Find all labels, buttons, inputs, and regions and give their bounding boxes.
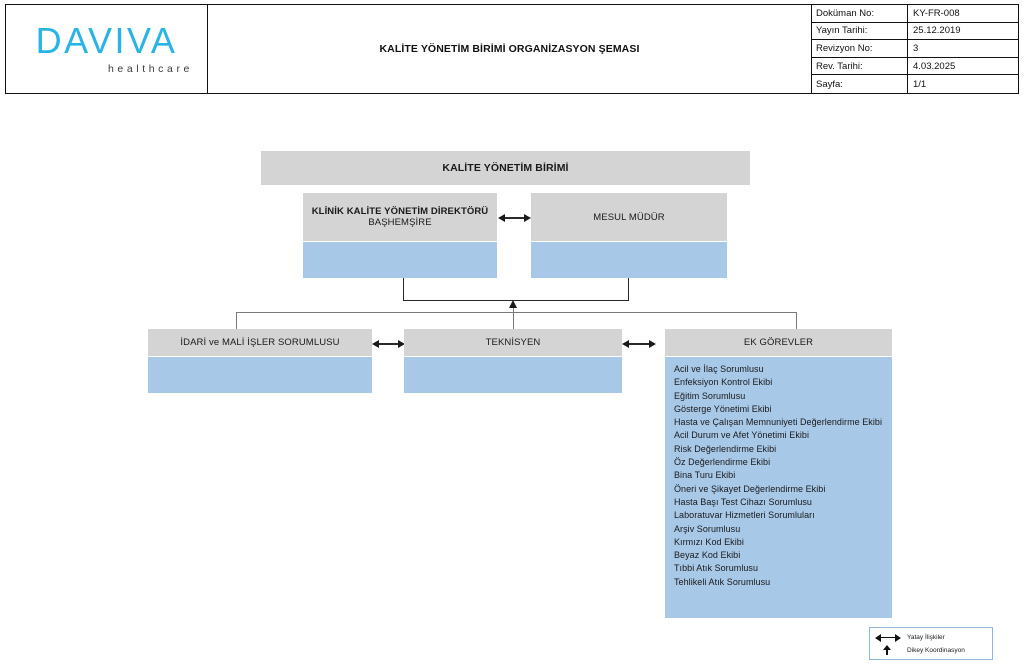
meta-key: Rev. Tarihi:: [812, 57, 908, 75]
logo-cell: DAVIVA healthcare: [6, 5, 208, 93]
list-item: Eğitim Sorumlusu: [674, 390, 746, 401]
arrow-left-icon: [622, 339, 629, 348]
table-row: Revizyon No: 3: [812, 40, 1018, 58]
table-row: Yayın Tarihi: 25.12.2019: [812, 22, 1018, 41]
list-item: Hasta Başı Test Cihazı Sorumlusu: [674, 496, 812, 507]
connector-bracket-bottom-row: [236, 312, 796, 313]
list-item: Tehlikeli Atık Sorumlusu: [674, 576, 771, 587]
org-node-body: [531, 242, 727, 278]
org-node-label: İDARİ ve MALİ İŞLER SORUMLUSU: [180, 337, 340, 348]
org-node-ek-gorevler[interactable]: EK GÖREVLER Acil ve İlaç Sorumlusu Enfek…: [665, 329, 892, 618]
meta-value: 1/1: [913, 78, 927, 90]
meta-value: 25.12.2019: [913, 25, 961, 37]
org-node-header: İDARİ ve MALİ İŞLER SORUMLUSU: [148, 329, 372, 356]
org-node-mesul-mudur[interactable]: MESUL MÜDÜR: [531, 193, 727, 278]
meta-key: Doküman No:: [812, 5, 908, 22]
arrow-right-icon: [649, 339, 656, 348]
legend-box: Yatay İlişkiler Dikey Koordinasyon: [869, 627, 993, 660]
connector-line-director-mesul: [504, 217, 525, 219]
list-item: Kırmızı Kod Ekibi: [674, 536, 744, 547]
list-item: Risk Değerlendirme Ekibi: [674, 443, 777, 454]
org-node-klinik-kalite-yonetim-direktoru[interactable]: KLİNİK KALİTE YÖNETİM DİREKTÖRÜ BAŞHEMŞİ…: [303, 193, 497, 278]
connector-line-director-down: [403, 278, 404, 301]
arrow-up-icon: [875, 645, 901, 655]
title-cell: KALİTE YÖNETİM BİRİMİ ORGANİZASYON ŞEMAS…: [208, 5, 812, 93]
connector-line-teknisyen-ek: [628, 343, 650, 345]
org-node-body: [404, 357, 622, 393]
org-node-label-primary: KLİNİK KALİTE YÖNETİM DİREKTÖRÜ: [311, 206, 489, 217]
list-item: Öneri ve Şikayet Değerlendirme Ekibi: [674, 483, 826, 494]
meta-value: 3: [913, 42, 919, 54]
org-node-body: [303, 242, 497, 278]
meta-value: KY-FR-008: [913, 7, 960, 19]
org-node-kalite-yonetim-birimi[interactable]: KALİTE YÖNETİM BİRİMİ: [261, 151, 750, 185]
table-row: Sayfa: 1/1: [812, 75, 1018, 93]
arrow-right-icon: [524, 213, 531, 222]
meta-value: 4.03.2025: [913, 60, 956, 72]
brand-logo-text: DAVIVA: [35, 20, 178, 61]
connector-bracket-right-drop: [796, 312, 797, 329]
arrow-up-icon: [508, 300, 517, 308]
list-item: Acil ve İlaç Sorumlusu: [674, 364, 764, 374]
org-node-label: EK GÖREVLER: [743, 337, 814, 348]
org-node-label: KALİTE YÖNETİM BİRİMİ: [442, 162, 569, 174]
meta-key: Yayın Tarihi:: [812, 22, 908, 40]
org-node-label-secondary: BAŞHEMŞİRE: [368, 217, 432, 228]
table-row: Doküman No: KY-FR-008: [812, 5, 1018, 23]
connector-line-teknisyen-up: [513, 302, 514, 329]
legend-item-horizontal: Yatay İlişkiler: [875, 633, 945, 642]
meta-key: Sayfa:: [812, 75, 908, 93]
arrow-left-icon: [372, 339, 379, 348]
org-node-label: TEKNİSYEN: [485, 337, 541, 348]
arrow-right-icon: [398, 339, 405, 348]
org-node-header: KLİNİK KALİTE YÖNETİM DİREKTÖRÜ BAŞHEMŞİ…: [303, 193, 497, 241]
org-node-header: KALİTE YÖNETİM BİRİMİ: [261, 151, 750, 185]
org-node-body: [148, 357, 372, 393]
double-arrow-horizontal-icon: [875, 633, 901, 642]
document-header-table: DAVIVA healthcare KALİTE YÖNETİM BİRİMİ …: [5, 4, 1019, 94]
connector-line-idari-teknisyen: [378, 343, 399, 345]
document-title: KALİTE YÖNETİM BİRİMİ ORGANİZASYON ŞEMAS…: [379, 43, 640, 55]
table-row: Rev. Tarihi: 4.03.2025: [812, 57, 1018, 76]
org-node-idari-ve-mali-isler-sorumlusu[interactable]: İDARİ ve MALİ İŞLER SORUMLUSU: [148, 329, 372, 393]
list-item: Hasta ve Çalışan Memnuniyeti Değerlendir…: [674, 417, 882, 428]
arrow-left-icon: [498, 213, 505, 222]
list-item: Öz Değerlendirme Ekibi: [674, 457, 771, 468]
legend-item-vertical: Dikey Koordinasyon: [875, 645, 965, 655]
document-meta-table: Doküman No: KY-FR-008 Yayın Tarihi: 25.1…: [812, 5, 1018, 93]
list-item: Tıbbi Atık Sorumlusu: [674, 563, 759, 574]
list-item: Bina Turu Ekibi: [674, 470, 736, 481]
list-item: Gösterge Yönetimi Ekibi: [674, 403, 772, 414]
org-node-teknisyen[interactable]: TEKNİSYEN: [404, 329, 622, 393]
org-node-header: EK GÖREVLER: [665, 329, 892, 356]
org-node-header: TEKNİSYEN: [404, 329, 622, 356]
list-item: Arşiv Sorumlusu: [674, 523, 741, 534]
org-node-body-list: Acil ve İlaç Sorumlusu Enfeksiyon Kontro…: [665, 357, 892, 618]
list-item: Enfeksiyon Kontrol Ekibi: [674, 377, 773, 388]
list-item: Acil Durum ve Afet Yönetimi Ekibi: [674, 430, 810, 441]
meta-key: Revizyon No:: [812, 40, 908, 57]
list-item: Beyaz Kod Ekibi: [674, 550, 741, 561]
connector-line-mesul-down: [628, 278, 629, 301]
brand-tagline: healthcare: [107, 63, 193, 75]
connector-bracket-left-drop: [236, 312, 237, 329]
list-item: Laboratuvar Hizmetleri Sorumluları: [674, 510, 815, 521]
org-node-header: MESUL MÜDÜR: [531, 193, 727, 241]
legend-label: Dikey Koordinasyon: [907, 647, 965, 654]
org-node-label: MESUL MÜDÜR: [593, 211, 665, 223]
legend-label: Yatay İlişkiler: [907, 634, 945, 641]
